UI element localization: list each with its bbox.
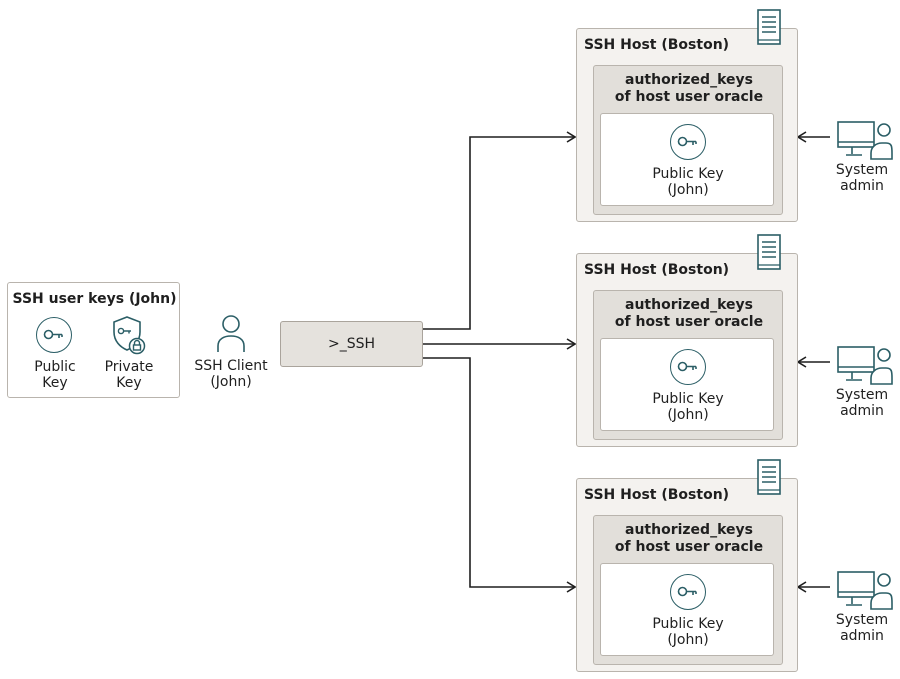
authorized-keys-title: authorized_keys of host user oracle <box>614 72 764 105</box>
person-icon <box>217 315 245 352</box>
connector-to-host-1 <box>423 137 575 330</box>
ssh-host-3: SSH Host (Boston) authorized_keys of hos… <box>576 459 798 672</box>
host-title: SSH Host (Boston) <box>584 262 730 278</box>
authorized-keys-box: authorized_keys of host user oracle Publ… <box>593 515 783 665</box>
ssh-client-label: SSH Client (John) <box>194 358 268 390</box>
authorized-keys-title: authorized_keys of host user oracle <box>614 522 764 555</box>
ssh-host-2: SSH Host (Boston) authorized_keys of hos… <box>576 234 798 447</box>
public-key-label: Public Key (John) <box>652 391 724 423</box>
ssh-button-label: >_SSH <box>327 336 376 352</box>
system-admin-3: System admin <box>832 571 894 644</box>
public-key-card: Public Key (John) <box>600 563 774 656</box>
shield-lock-key-icon <box>113 316 146 355</box>
key-icon <box>670 574 706 610</box>
public-key-card: Public Key (John) <box>600 338 774 431</box>
authorized-keys-box: authorized_keys of host user oracle Publ… <box>593 290 783 440</box>
ssh-user-keys-panel: SSH user keys (John) Public Key Private … <box>7 282 180 398</box>
ssh-user-keys-title: SSH user keys (John) <box>12 291 177 307</box>
system-admin-2: System admin <box>832 346 894 419</box>
public-key-label: Public Key (John) <box>652 616 724 648</box>
key-icon <box>670 124 706 160</box>
server-icon <box>757 9 781 45</box>
host-title: SSH Host (Boston) <box>584 37 730 53</box>
authorized-keys-box: authorized_keys of host user oracle Publ… <box>593 65 783 215</box>
server-icon <box>757 234 781 270</box>
admin-workstation-icon <box>837 121 893 160</box>
authorized-keys-title: authorized_keys of host user oracle <box>614 297 764 330</box>
private-key-label: Private Key <box>104 359 154 391</box>
key-icon <box>36 317 72 353</box>
ssh-button[interactable]: >_SSH <box>280 321 423 367</box>
key-icon <box>670 349 706 385</box>
system-admin-label: System admin <box>835 612 889 644</box>
host-title: SSH Host (Boston) <box>584 487 730 503</box>
admin-workstation-icon <box>837 346 893 385</box>
ssh-host-1: SSH Host (Boston) authorized_keys of hos… <box>576 9 798 222</box>
public-key-label: Public Key <box>34 359 76 391</box>
connector-to-host-3 <box>423 357 575 587</box>
admin-workstation-icon <box>837 571 893 610</box>
system-admin-1: System admin <box>832 121 894 194</box>
system-admin-label: System admin <box>835 387 889 419</box>
public-key-card: Public Key (John) <box>600 113 774 206</box>
public-key-label: Public Key (John) <box>652 166 724 198</box>
system-admin-label: System admin <box>835 162 889 194</box>
server-icon <box>757 459 781 495</box>
